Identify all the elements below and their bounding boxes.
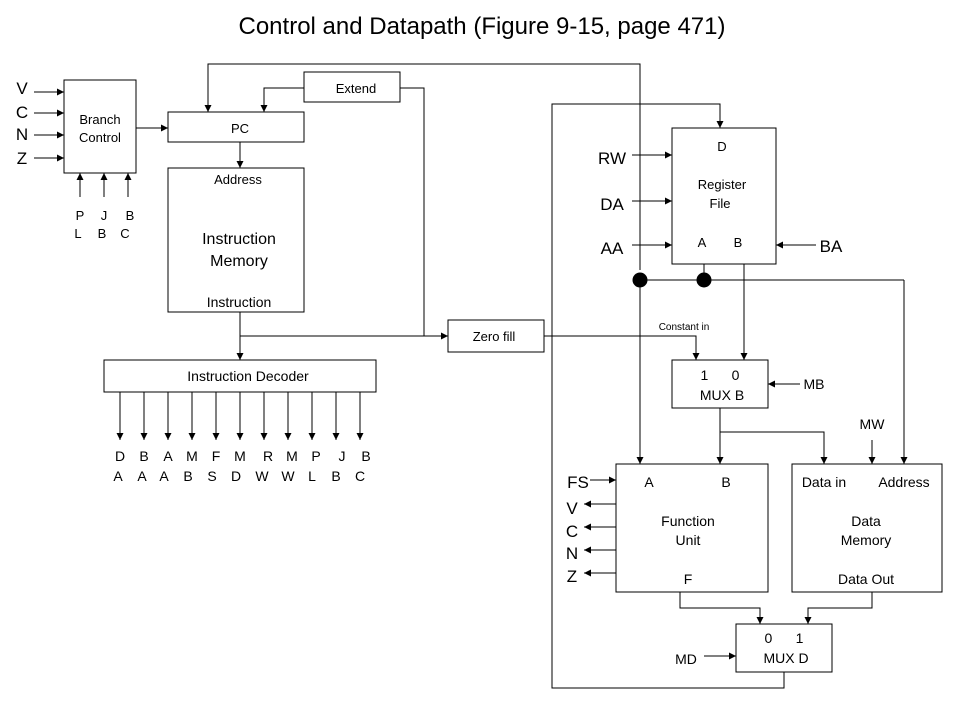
dec-bot-8: L <box>308 468 316 484</box>
dec-bot-9: B <box>331 468 340 484</box>
branch-control-label-2: Control <box>79 130 121 145</box>
imem-output-label: Instruction <box>207 294 272 310</box>
junction-dot-right <box>696 272 712 288</box>
fu-port-b: B <box>721 474 730 490</box>
dmem-name-2: Memory <box>841 532 892 548</box>
branch-control-box <box>63 79 137 174</box>
pc-label: PC <box>231 121 249 136</box>
ba-label: BA <box>820 237 843 256</box>
da-label: DA <box>600 195 624 214</box>
mb-label: MB <box>804 376 825 392</box>
regfile-port-b: B <box>734 235 743 250</box>
dmem-name-1: Data <box>851 513 881 529</box>
extend-source-wire <box>400 87 425 336</box>
mux-b-inputs: 1 0 <box>701 367 740 383</box>
imem-address-label: Address <box>214 172 262 187</box>
mw-label: MW <box>860 416 886 432</box>
mux-b-label: MUX B <box>700 387 744 403</box>
fu-flag-z: Z <box>567 567 577 586</box>
data-memory-box <box>791 463 943 593</box>
fu-name-2: Unit <box>676 532 701 548</box>
dec-bot-1: A <box>137 468 147 484</box>
extend-box <box>303 71 401 103</box>
dmem-to-muxd-wire <box>804 592 873 624</box>
zerofill-to-muxb-wire <box>544 335 700 360</box>
dec-top-0: D <box>115 448 125 464</box>
dec-top-3: M <box>186 448 198 464</box>
fs-label: FS <box>567 473 589 492</box>
bus-a-wire <box>636 264 705 464</box>
fu-output-f: F <box>684 571 693 587</box>
regfile-name-1: Register <box>698 177 747 192</box>
dec-bot-0: A <box>113 468 123 484</box>
branch-in-j: J <box>101 208 108 223</box>
branch-flag-c: C <box>16 103 28 122</box>
dec-top-10: B <box>361 448 370 464</box>
regfile-name-2: File <box>710 196 731 211</box>
dec-top-9: J <box>339 448 346 464</box>
dec-bot-2: A <box>159 468 169 484</box>
fu-flag-c: C <box>566 522 578 541</box>
decoder-label: Instruction Decoder <box>187 368 309 384</box>
extend-label: Extend <box>336 81 376 96</box>
fu-name-1: Function <box>661 513 715 529</box>
dec-top-4: F <box>212 448 221 464</box>
regfile-port-d: D <box>717 139 726 154</box>
branch-flag-n: N <box>16 125 28 144</box>
bus-d-feedback-wire <box>551 103 785 689</box>
fu-flag-n: N <box>566 544 578 563</box>
branch-in-c: C <box>120 226 129 241</box>
branch-in-b: B <box>126 208 135 223</box>
constant-in-label: Constant in <box>659 322 710 333</box>
dmem-data-in: Data in <box>802 474 846 490</box>
instruction-memory-box <box>167 167 305 313</box>
dec-top-2: A <box>163 448 173 464</box>
diagram-title: Control and Datapath (Figure 9-15, page … <box>239 13 726 40</box>
fu-flag-v: V <box>566 499 578 518</box>
dmem-data-out: Data Out <box>838 571 894 587</box>
imem-name-1: Instruction <box>202 231 276 248</box>
md-label: MD <box>675 651 697 667</box>
dec-bot-7: W <box>281 468 295 484</box>
mux-d-box <box>735 623 833 673</box>
dec-top-6: R <box>263 448 273 464</box>
branch-in-l: L <box>74 226 81 241</box>
dec-top-7: M <box>286 448 298 464</box>
zero-fill-box <box>447 319 545 353</box>
dec-bot-6: W <box>255 468 269 484</box>
dec-bot-4: S <box>207 468 216 484</box>
aa-label: AA <box>601 239 624 258</box>
fu-to-muxd-wire <box>679 592 764 624</box>
dec-top-5: M <box>234 448 246 464</box>
dec-top-1: B <box>139 448 148 464</box>
fu-port-a: A <box>644 474 654 490</box>
dec-bot-5: D <box>231 468 241 484</box>
decoder-output-arrows <box>116 392 364 440</box>
zero-fill-label: Zero fill <box>473 329 516 344</box>
muxb-to-datain-wire <box>720 431 828 464</box>
imem-name-2: Memory <box>210 253 268 270</box>
dec-bot-3: B <box>183 468 192 484</box>
rw-label: RW <box>598 149 626 168</box>
branch-in-p: P <box>76 208 85 223</box>
branch-flag-v: V <box>16 79 28 98</box>
regfile-port-a: A <box>698 235 707 250</box>
register-file-box <box>671 127 777 265</box>
junction-dot-left <box>632 272 648 288</box>
mux-d-inputs: 0 1 <box>765 630 804 646</box>
dmem-address: Address <box>878 474 929 490</box>
branch-flag-z: Z <box>17 149 27 168</box>
dec-top-8: P <box>311 448 320 464</box>
feedback-to-pc-wire <box>204 63 641 270</box>
mux-d-label: MUX D <box>763 650 808 666</box>
branch-control-label-1: Branch <box>79 112 120 127</box>
extend-to-pc-wire <box>260 87 304 112</box>
branch-in-b2: B <box>98 226 107 241</box>
function-unit-box <box>615 463 769 593</box>
pc-box <box>167 111 305 143</box>
dec-bot-10: C <box>355 468 365 484</box>
